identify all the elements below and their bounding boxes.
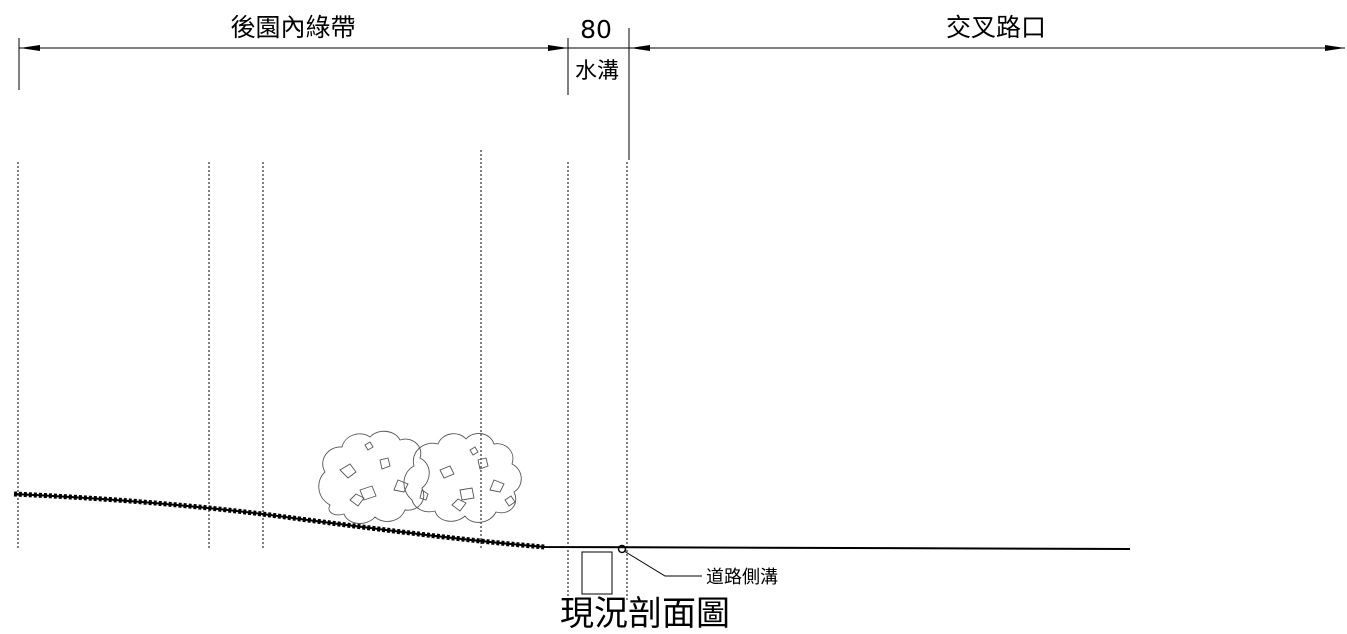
ditch-box [581,551,613,595]
green-zone-label: 後園內綠帶 [230,13,355,42]
intersection-label: 交叉路口 [946,13,1046,42]
shrub-outline [318,430,522,524]
ditch-label: 水溝 [575,59,619,84]
grass-hatching [13,491,546,550]
ditch-marker [617,544,627,554]
vertical-reference-lines [17,150,628,600]
road-side-ditch-callout: 道路側溝 [706,567,778,588]
ditch-width-label: 80 [580,15,612,44]
ground-line [13,493,1131,550]
dimension-line [18,28,1345,160]
drawing-title: 現況剖面圖 [560,594,730,634]
callout-leader [623,550,702,577]
road-side-ditch [581,544,702,595]
